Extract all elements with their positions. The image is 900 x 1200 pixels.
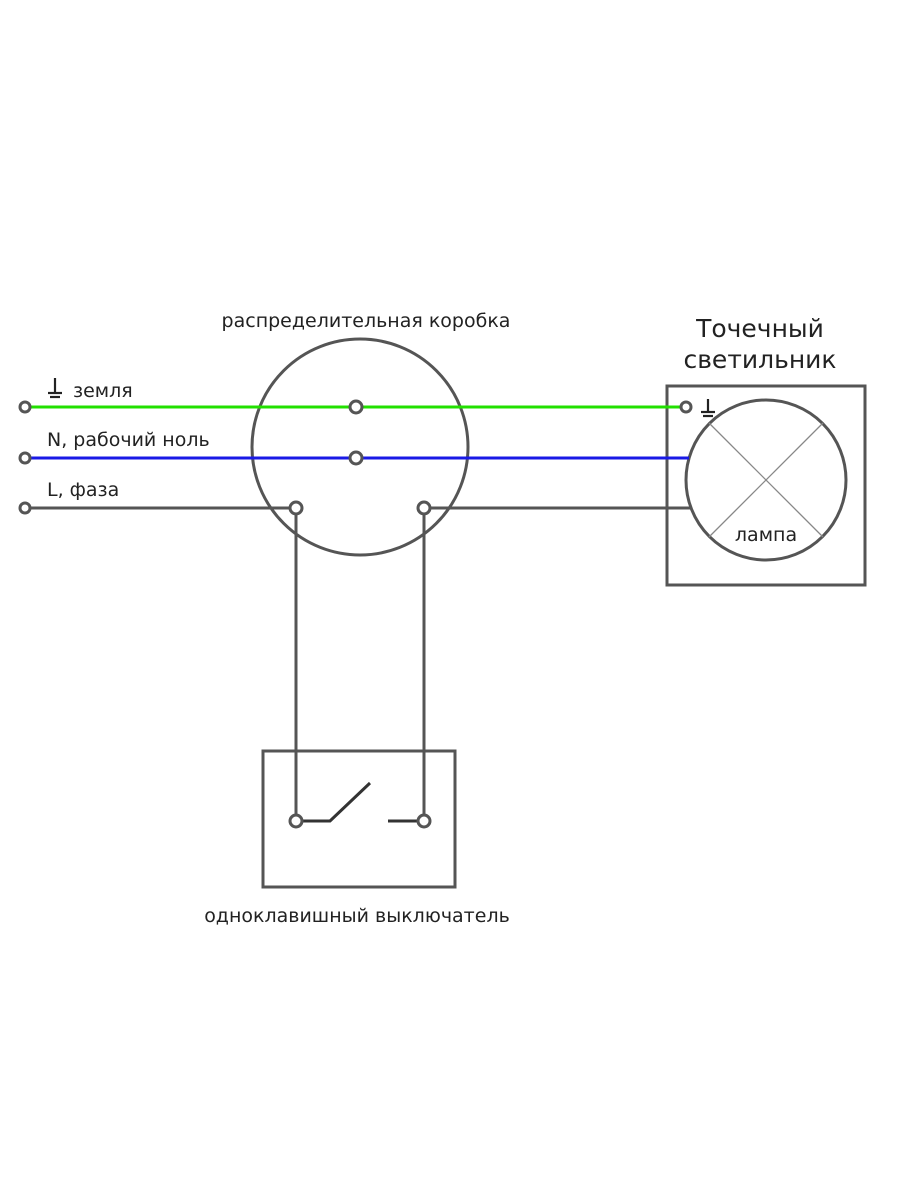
phase-label: L, фаза — [47, 479, 119, 501]
terminal-switch-right — [416, 813, 432, 829]
terminal-phase-box-right — [416, 500, 432, 516]
terminal-phase-in — [18, 501, 32, 515]
fixture-box — [665, 384, 867, 587]
terminal-earth-fixture — [679, 400, 693, 414]
ground-symbol-icon — [701, 399, 715, 418]
lamp-cross — [708, 422, 824, 538]
junction-box — [250, 337, 470, 557]
terminal-phase-box-left — [288, 500, 304, 516]
neutral-label: N, рабочий ноль — [47, 429, 210, 451]
terminal-earth-in — [18, 400, 32, 414]
terminal-neutral-box — [348, 450, 364, 466]
switch-box — [261, 749, 457, 889]
fixture-label-line2: светильник — [683, 345, 836, 374]
terminal-neutral-in — [18, 451, 32, 465]
terminal-switch-left — [288, 813, 304, 829]
switch-lever — [301, 781, 372, 823]
earth-label: земля — [73, 380, 133, 402]
lamp-circle — [684, 398, 848, 562]
terminal-earth-box — [348, 399, 364, 415]
switch-label: одноклавишный выключатель — [204, 905, 510, 927]
lamp-label: лампа — [735, 524, 797, 546]
fixture-label-line1: Точечный — [695, 314, 824, 343]
junction-box-label: распределительная коробка — [222, 310, 511, 332]
ground-symbol-icon — [48, 378, 62, 399]
